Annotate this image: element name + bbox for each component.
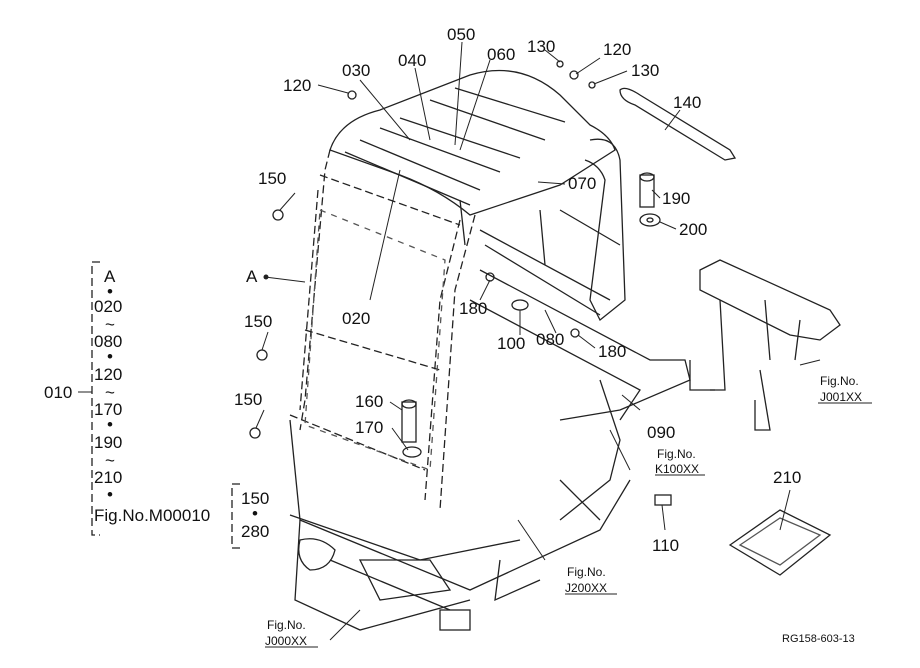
- callout-130-b: 130: [631, 61, 659, 80]
- callout-190: 190: [662, 189, 690, 208]
- fig-ref-label: Fig.No.: [657, 447, 696, 461]
- callout-180-b: 180: [598, 342, 626, 361]
- assembly-bracket: [91, 261, 240, 549]
- sub-item: 150: [241, 489, 269, 508]
- fig-ref-label: Fig.No.: [267, 618, 306, 632]
- assembly-item: 120: [94, 365, 122, 384]
- callout-080: 080: [536, 330, 564, 349]
- callout-010: 010: [44, 383, 72, 402]
- callout-120-a: 120: [283, 76, 311, 95]
- callout-090: 090: [647, 423, 675, 442]
- assembly-item: 190: [94, 433, 122, 452]
- assembly-item: 210: [94, 468, 122, 487]
- fig-ref-j001: Fig.No. J001XX: [820, 374, 862, 404]
- callout-180-a: 180: [459, 299, 487, 318]
- assembly-list: A • 020 ~ 080 • 120 ~ 170 • 190 ~ 210 • …: [94, 267, 210, 525]
- callout-150-b: 150: [244, 312, 272, 331]
- assembly-separator: ~: [105, 315, 115, 334]
- callout-120-b: 120: [603, 40, 631, 59]
- fig-ref-code: K100XX: [655, 462, 699, 476]
- assembly-item-figref: Fig.No.M00010: [94, 506, 210, 525]
- callout-200: 200: [679, 220, 707, 239]
- callout-040: 040: [398, 51, 426, 70]
- drawing-code: RG158-603-13: [782, 633, 855, 645]
- a-marker: [263, 274, 269, 280]
- callout-100: 100: [497, 334, 525, 353]
- callout-060: 060: [487, 45, 515, 64]
- callout-160: 160: [355, 392, 383, 411]
- callout-030: 030: [342, 61, 370, 80]
- cab-frame-drawing: [249, 60, 841, 631]
- assembly-separator: •: [107, 282, 113, 301]
- assembly-separator: ~: [105, 383, 115, 402]
- assembly-separator: •: [107, 415, 113, 434]
- fig-ref-code: J000XX: [265, 634, 307, 648]
- assembly-item: 170: [94, 400, 122, 419]
- callout-020: 020: [342, 309, 370, 328]
- assembly-item: 080: [94, 332, 122, 351]
- callout-130-a: 130: [527, 37, 555, 56]
- callout-210: 210: [773, 468, 801, 487]
- callout-150-c: 150: [234, 390, 262, 409]
- callout-a: A: [246, 267, 258, 286]
- callout-110: 110: [652, 536, 679, 555]
- sub-list: 150 • 280: [241, 489, 269, 541]
- fig-ref-j000: Fig.No. J000XX: [265, 618, 307, 648]
- sub-item: 280: [241, 522, 269, 541]
- fig-ref-label: Fig.No.: [820, 374, 859, 388]
- fig-ref-label: Fig.No.: [567, 565, 606, 579]
- fig-ref-j200: Fig.No. J200XX: [565, 565, 607, 595]
- assembly-item: A: [104, 267, 116, 286]
- assembly-item: 020: [94, 297, 122, 316]
- fig-ref-code: J001XX: [820, 390, 862, 404]
- assembly-separator: ~: [105, 451, 115, 470]
- assembly-separator: •: [107, 347, 113, 366]
- callout-070: 070: [568, 174, 596, 193]
- callout-150-a: 150: [258, 169, 286, 188]
- callout-140: 140: [673, 93, 701, 112]
- callout-170: 170: [355, 418, 383, 437]
- sub-separator: •: [252, 504, 258, 523]
- callout-labels: 120 030 040 050 060 130 120 130 140 070 …: [44, 25, 801, 555]
- fig-ref-k100: Fig.No. K100XX: [655, 447, 699, 476]
- callout-050: 050: [447, 25, 475, 44]
- fig-ref-code: J200XX: [565, 581, 607, 595]
- leader-lines: [78, 41, 872, 648]
- assembly-separator: •: [107, 485, 113, 504]
